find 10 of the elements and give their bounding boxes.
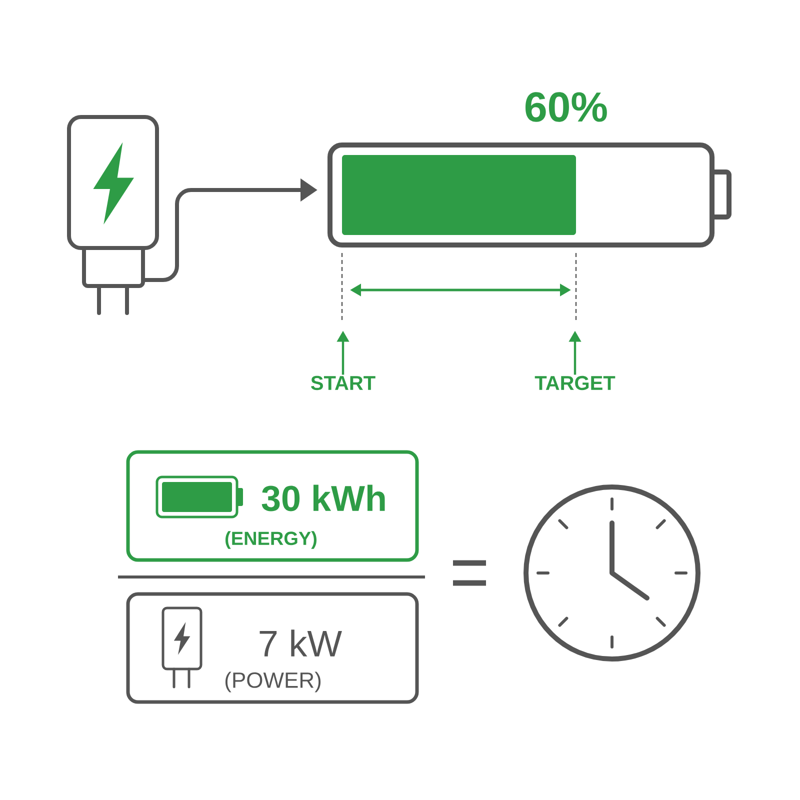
start-label: START	[311, 376, 376, 390]
power-label: (POWER)	[225, 672, 321, 692]
energy-value: 30 kWh	[262, 484, 385, 512]
power-box	[126, 592, 419, 704]
energy-label: (ENERGY)	[226, 531, 316, 549]
charger	[67, 115, 159, 315]
energy-box	[126, 450, 419, 562]
power-value: 7 kW	[260, 630, 342, 656]
percent-label: 60%	[526, 92, 607, 122]
target-label: TARGET	[534, 376, 616, 390]
